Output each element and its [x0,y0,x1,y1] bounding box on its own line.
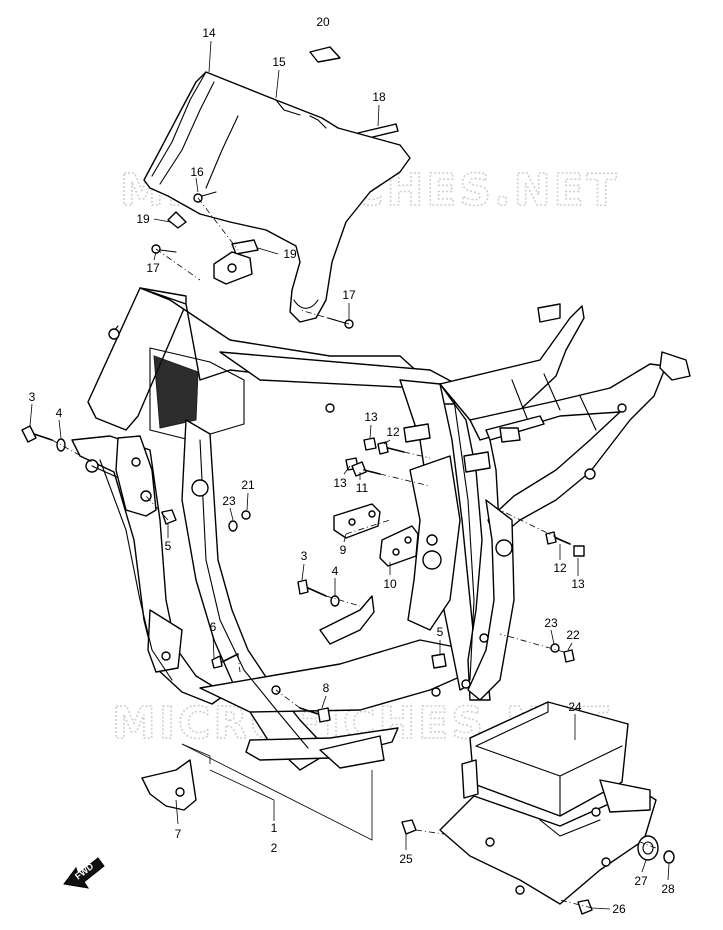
part-22-bolt[interactable] [563,649,575,663]
callout-7: 7 [175,827,182,841]
part-8-bolt[interactable] [299,707,331,723]
callout-19-a: 19 [136,212,150,226]
callout-2: 2 [271,841,278,855]
callout-13-b: 13 [333,476,347,490]
part-26-bolt[interactable] [577,899,593,915]
part-7-bracket[interactable] [141,759,197,811]
callout-17-a: 17 [146,261,160,275]
part-23-washer-b[interactable] [550,643,560,653]
callout-5-a: 5 [165,539,172,553]
callout-12-b: 12 [553,561,567,575]
part-10-bracket[interactable] [379,525,419,567]
callout-19-b: 19 [283,247,297,261]
callout-17-b: 17 [342,288,356,302]
callout-12-a: 12 [386,425,400,439]
part-20-label-plate[interactable] [309,46,341,63]
callout-6: 6 [210,620,217,634]
part-19-rubber-a[interactable] [167,211,187,229]
callout-21: 21 [241,478,255,492]
callout-1: 1 [271,821,278,835]
callout-28: 28 [661,882,675,896]
part-27-grommet[interactable] [637,835,659,861]
leader-lines [29,40,670,910]
part-1-2-frame[interactable] [71,287,691,771]
callout-11: 11 [356,481,369,495]
part-28-collar[interactable] [663,850,675,864]
callout-27: 27 [634,874,648,888]
part-24-battery-box[interactable] [439,701,657,905]
fwd-arrow: FWD [63,857,105,889]
part-11-bolt[interactable] [351,461,381,477]
part-3-bolt-middle[interactable] [297,579,327,597]
callout-18: 18 [372,90,386,104]
part-23-washer-a[interactable] [228,520,238,532]
callout-25: 25 [399,852,413,866]
callout-13-c: 13 [571,577,585,591]
callout-5-b: 5 [437,625,444,639]
part-21-bolt[interactable] [241,510,251,520]
callout-9: 9 [340,543,347,557]
part-12-bolt-a[interactable] [377,441,405,455]
callout-26: 26 [612,902,626,916]
middle-bracket[interactable] [319,595,375,645]
callout-20: 20 [316,15,330,29]
front-plate[interactable] [115,435,157,517]
part-13-nut-a[interactable] [363,437,377,451]
part-4-washer-middle[interactable] [330,595,340,607]
callout-3-b: 3 [301,549,308,563]
part-17-bolt-a[interactable] [151,244,177,254]
part-14-15-tank-cover[interactable] [143,71,411,323]
callout-3-a: 3 [29,390,36,404]
callout-4-a: 4 [56,406,63,420]
part-4-washer-left[interactable] [56,438,66,452]
callout-24: 24 [568,700,582,714]
part-25-bolt[interactable] [401,819,417,835]
callout-16: 16 [190,165,204,179]
assembly-lines [51,197,657,909]
callout-4-b: 4 [332,564,339,578]
callout-8: 8 [323,681,330,695]
part-6-bolt[interactable] [211,653,239,669]
tank-bracket[interactable] [213,251,253,285]
callout-15: 15 [272,55,286,69]
callout-23-b: 23 [544,616,558,630]
part-19-rubber-b[interactable] [231,239,259,255]
part-5-nut-middle[interactable] [431,653,447,669]
callouts: 20 14 15 18 16 19 19 17 17 3 4 13 12 13 … [29,15,675,916]
part-5-nut-left[interactable] [161,509,177,525]
part-3-bolt-left[interactable] [21,425,53,443]
callout-23-a: 23 [222,494,236,508]
callout-22: 22 [566,628,580,642]
callout-10: 10 [383,577,397,591]
part-13-nut-c[interactable] [573,545,585,557]
part-9-bracket[interactable] [333,503,381,539]
callout-13-a: 13 [364,410,378,424]
callout-14: 14 [202,26,216,40]
